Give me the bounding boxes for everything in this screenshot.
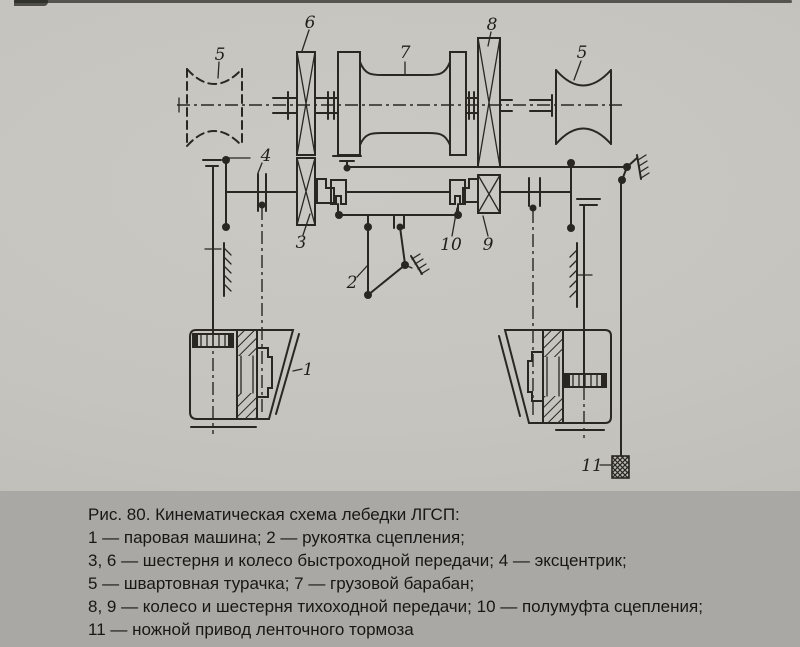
caption-legend-line: 11 — ножной привод ленточного тормоза [88,620,414,639]
eccentric-left-4 [257,162,267,212]
steam-engine-left [189,165,303,428]
cargo-drum [337,51,467,156]
figure-caption: Рис. 80. Кинематическая схема лебедки ЛГ… [0,491,800,647]
warping-head-left [186,61,243,147]
part-label-10: 10 [440,235,462,255]
caption-legend-line: 8, 9 — колесо и шестерня тихоходной пере… [88,597,703,616]
scan-edge-artifact [14,0,792,3]
gear-wheel-8 [477,31,501,168]
jaw-clutch-left [316,178,347,215]
pinion-3 [296,157,316,236]
valve-rod-centerlines [212,207,585,438]
caption-title: Рис. 80. Кинематическая схема лебедки ЛГ… [88,505,460,524]
steam-engine-right [498,204,612,431]
band-brake [332,154,650,479]
part-label-11: 11 [581,456,603,476]
stuffing-box-right [564,373,607,388]
foot-pedal [611,455,630,479]
part-label-4: 4 [260,146,272,166]
part-label-5: 5 [215,45,226,65]
part-label-5: 5 [577,43,588,63]
stuffing-box-left [192,333,234,348]
part-label-3: 3 [296,233,307,253]
warping-head-right [555,60,612,145]
part-label-9: 9 [483,235,494,255]
pinion-9 [477,174,501,237]
caption-legend-line: 1 — паровая машина; 2 — рукоятка сцеплен… [88,528,465,547]
part-label-8: 8 [487,15,498,35]
upper-shaft-stubs [272,91,553,120]
eccentric-right [528,177,541,212]
caption-legend-line: 3, 6 — шестерня и колесо быстроходной пе… [88,551,627,570]
gear-wheel-6 [296,29,316,156]
scan-corner-artifact [14,0,48,6]
part-label-6: 6 [305,13,316,33]
clutch-half-10 [449,178,479,237]
upper-shaft-centerline [177,97,625,113]
crankshaft [202,156,601,232]
caption-legend-line: 5 — швартовная турачка; 7 — грузовой бар… [88,574,475,593]
part-label-7: 7 [400,43,411,63]
part-label-2: 2 [346,273,358,293]
part-label-1: 1 [303,360,314,380]
clutch-handle-linkage [335,211,462,299]
